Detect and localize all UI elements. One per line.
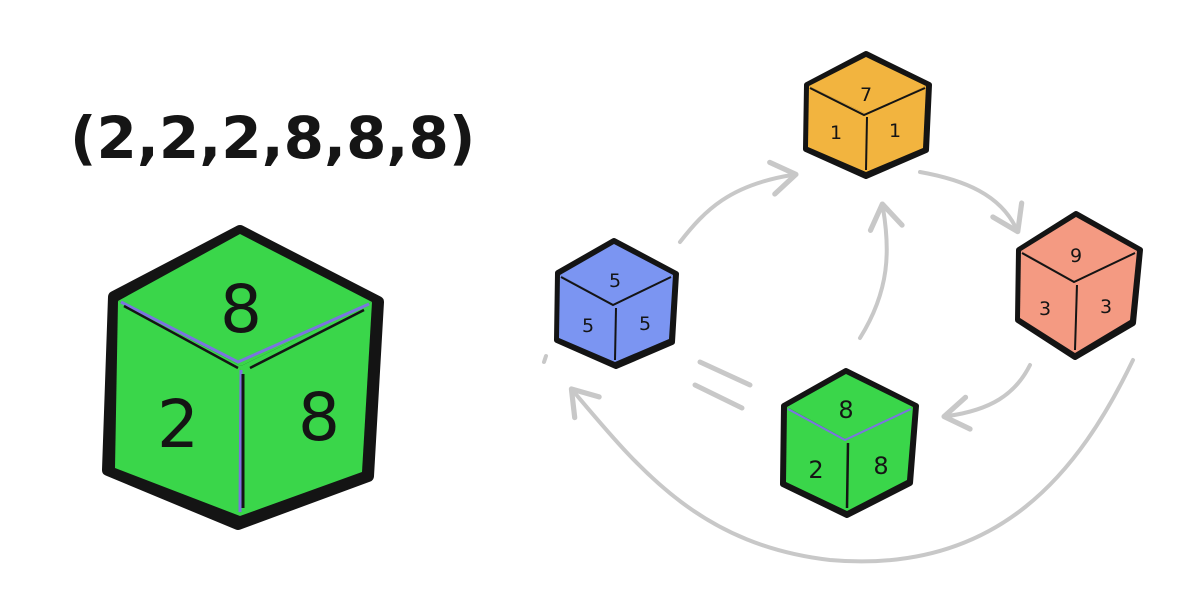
yellow-die-left-number: 1 bbox=[830, 122, 842, 144]
red-die-left-number: 3 bbox=[1039, 298, 1051, 320]
arrow-green-to-yellow bbox=[858, 201, 905, 340]
blue-die-right-number: 5 bbox=[639, 313, 651, 335]
small-green-die-right-number: 8 bbox=[873, 452, 888, 480]
arrow-blue-to-yellow bbox=[678, 159, 799, 244]
arrow-yellow-to-red bbox=[918, 170, 1025, 235]
arrow-red-to-green bbox=[941, 363, 1032, 432]
blue-die-top-number: 5 bbox=[609, 270, 621, 292]
yellow-die-right-number: 1 bbox=[889, 120, 901, 142]
red-die: 9 3 3 bbox=[1015, 211, 1143, 360]
blue-die: 5 5 5 bbox=[554, 238, 679, 369]
red-die-top-number: 9 bbox=[1070, 245, 1082, 267]
equals-sign bbox=[692, 359, 753, 411]
arrow-red-to-blue bbox=[568, 358, 1135, 564]
die-faces-label: (2,2,2,8,8,8) bbox=[70, 104, 475, 172]
large-die-right-number: 8 bbox=[298, 379, 340, 456]
blue-die-left-number: 5 bbox=[582, 315, 594, 337]
small-green-die: 8 2 8 bbox=[780, 368, 919, 518]
yellow-die-top-number: 7 bbox=[860, 84, 872, 106]
arrow-tick-mark bbox=[542, 354, 548, 364]
large-die-left-face bbox=[115, 301, 241, 516]
yellow-die: 7 1 1 bbox=[803, 51, 932, 179]
small-green-die-left-number: 2 bbox=[808, 456, 823, 484]
small-green-die-top-number: 8 bbox=[838, 396, 853, 424]
large-die-left-number: 2 bbox=[157, 386, 199, 463]
red-die-right-number: 3 bbox=[1100, 296, 1112, 318]
arrows bbox=[542, 159, 1135, 564]
large-die-top-number: 8 bbox=[220, 271, 262, 348]
large-green-die: 8 2 8 bbox=[102, 225, 384, 530]
